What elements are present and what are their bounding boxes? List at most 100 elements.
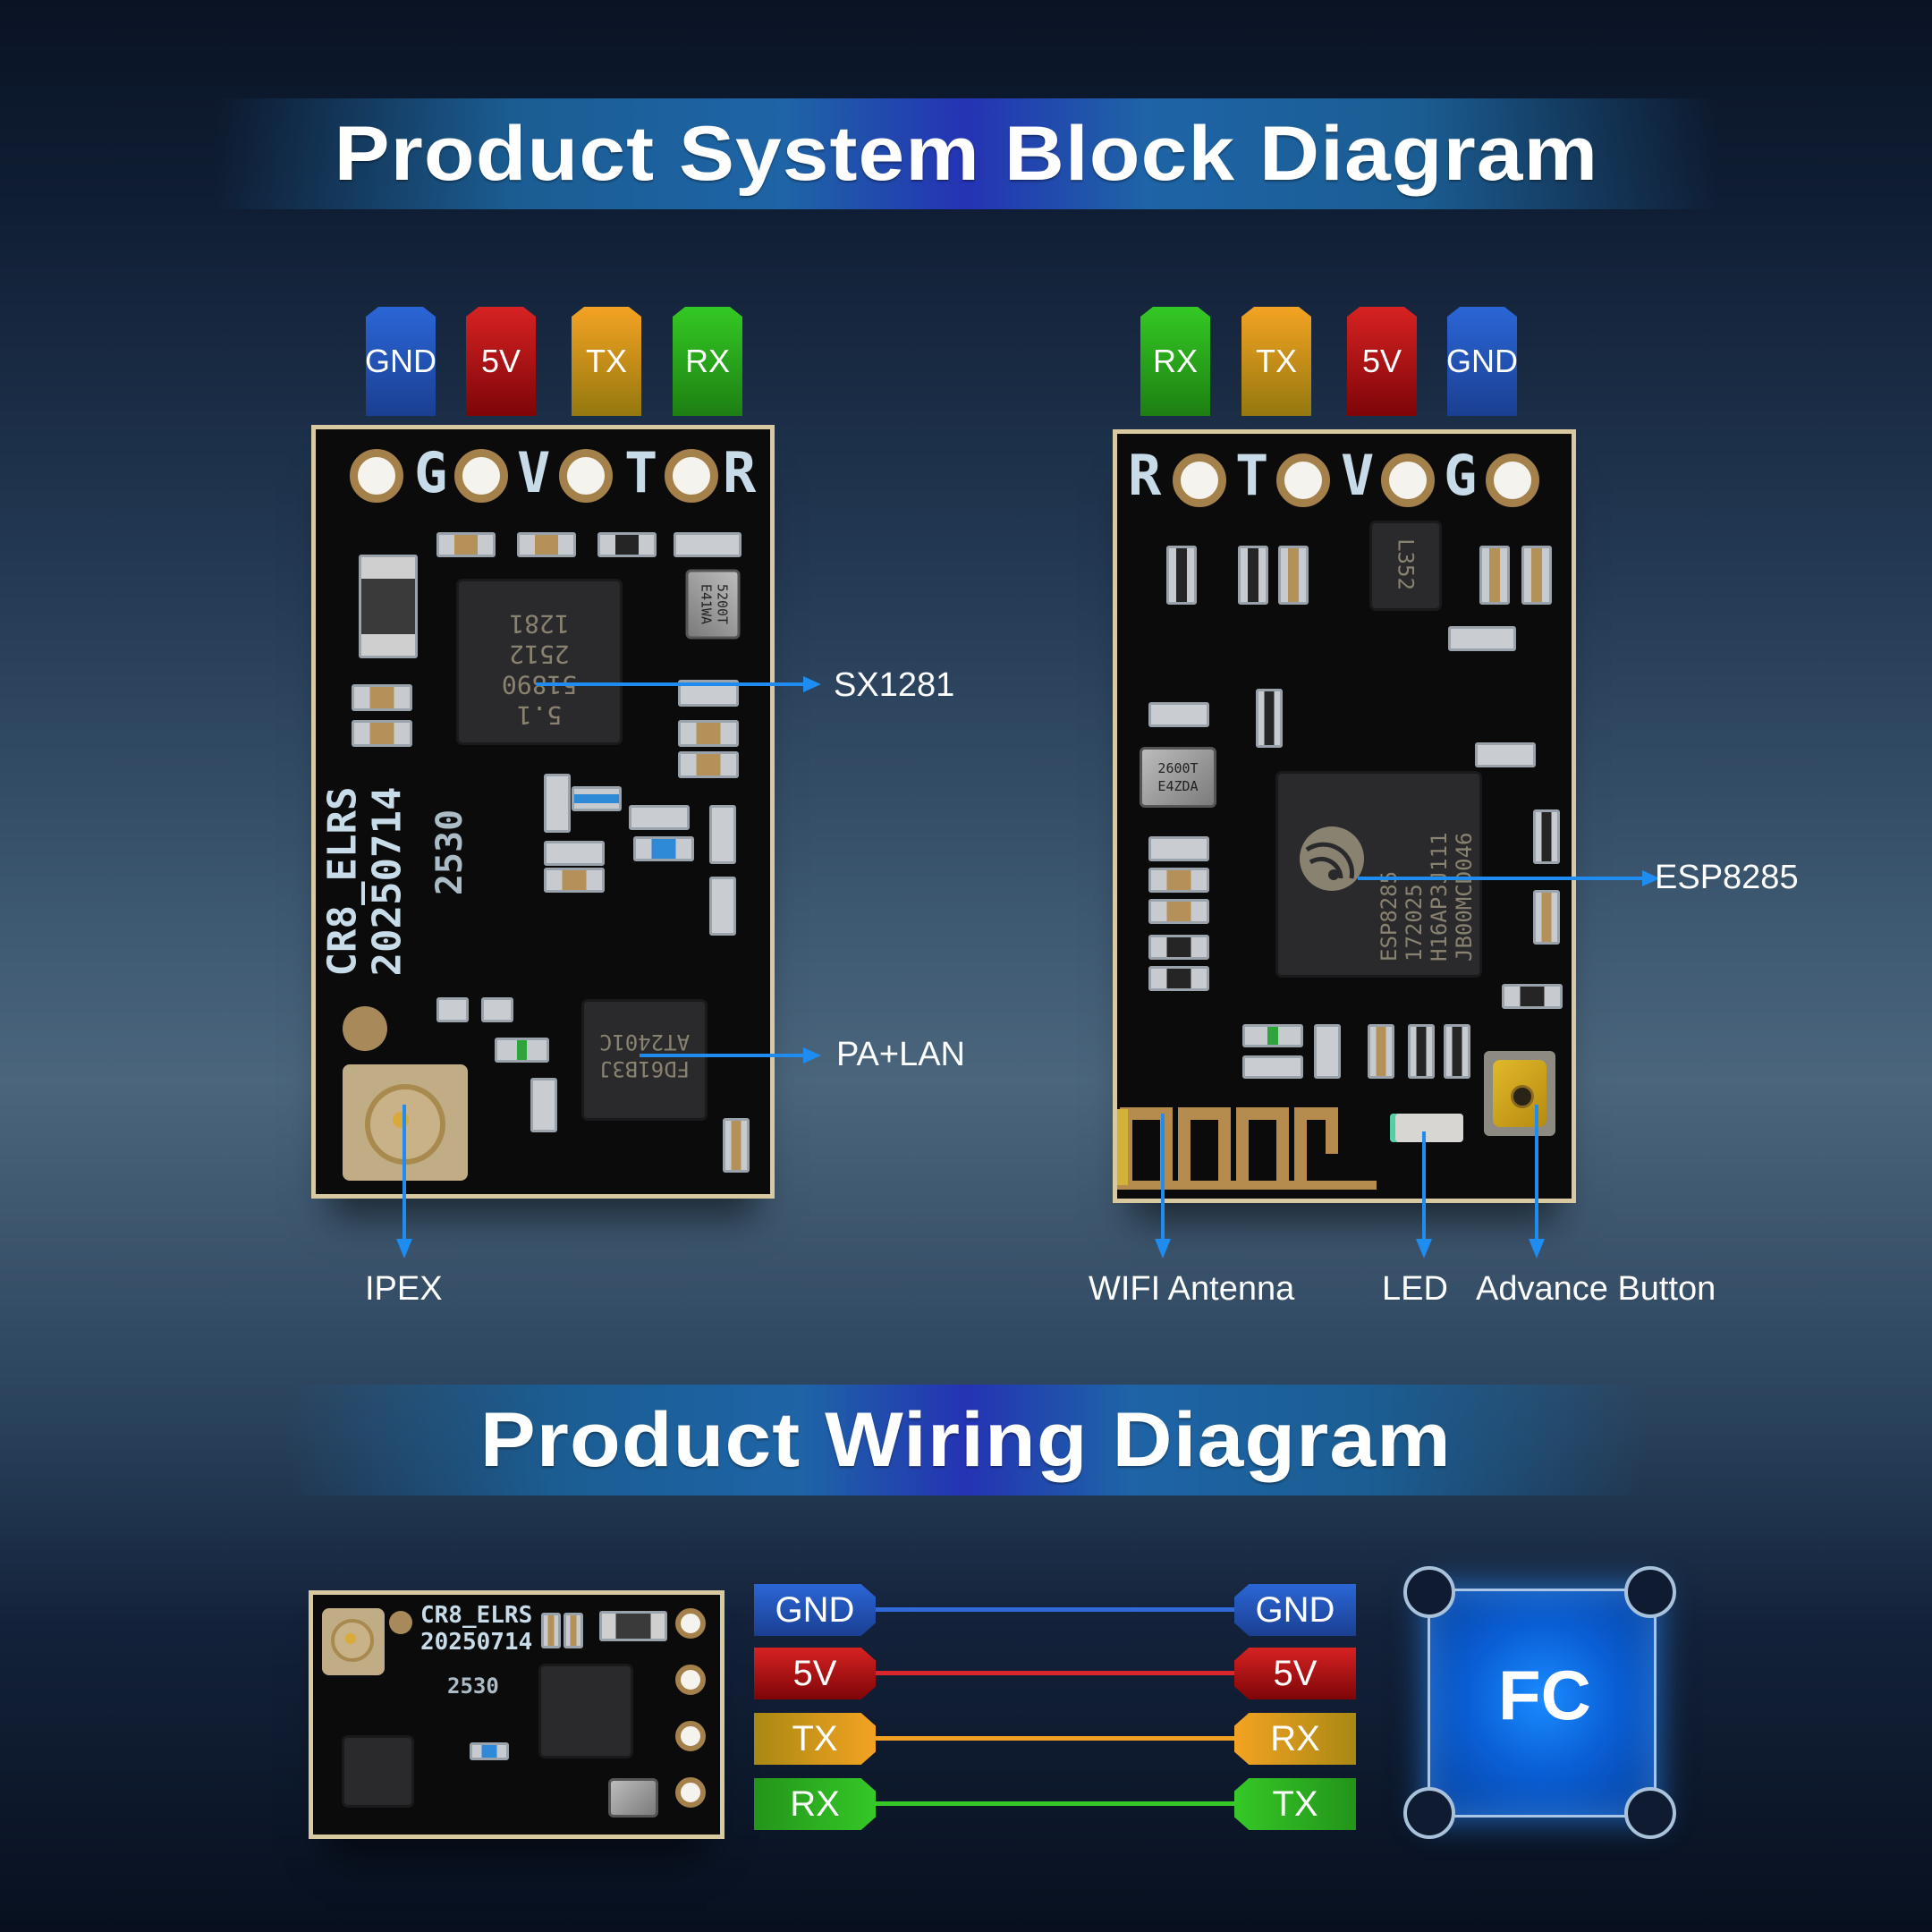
capacitor <box>530 1078 557 1132</box>
capacitor <box>352 720 412 747</box>
pin-tag-rx: RX <box>673 307 742 416</box>
inductor <box>599 1611 667 1641</box>
chip-marking: 172025 <box>1402 884 1427 962</box>
front-pcb-board: G V T R 5.1 51890 2512 1281 5200T E41WA <box>311 425 775 1199</box>
silk-pin-t: T <box>624 440 658 505</box>
solder-pad-5v <box>1381 453 1435 507</box>
arrow-right-icon <box>1642 870 1660 886</box>
back-pcb-board: R T V G L352 2600T E4ZDA ESP8285 172025 <box>1113 429 1576 1203</box>
ipex-connector <box>322 1608 385 1675</box>
resistor <box>1502 984 1563 1009</box>
regulator-marking: L352 <box>1393 538 1419 590</box>
test-pad <box>343 1006 387 1051</box>
capacitor <box>1368 1024 1394 1079</box>
callout-line-esp8285 <box>1358 877 1644 880</box>
block-diagram-title: Product System Block Diagram <box>334 110 1598 197</box>
silk-board-name: CR8_ELRS <box>320 748 366 1016</box>
mount-hole-icon <box>1403 1787 1455 1839</box>
silk-pin-t: T <box>1235 443 1269 508</box>
wire-tag-left-gnd: GND <box>754 1584 876 1636</box>
solder-pad-tx <box>675 1721 706 1751</box>
pin-tag-gnd: GND <box>366 307 436 416</box>
advance-button[interactable] <box>1484 1051 1555 1136</box>
callout-led: LED <box>1382 1270 1448 1308</box>
resistor <box>436 997 469 1022</box>
silk-board-code-text: 2530 <box>429 809 470 896</box>
wire-tag-left-rx: RX <box>754 1778 876 1830</box>
blue-resistor <box>470 1742 509 1760</box>
arrow-down-icon <box>1155 1239 1171 1258</box>
silk-pin-r: R <box>1128 443 1162 508</box>
wire-tag-right-gnd: GND <box>1234 1584 1356 1636</box>
callout-pa-lan: PA+LAN <box>836 1036 965 1073</box>
crystal-oscillator: 2600T E4ZDA <box>1140 747 1216 808</box>
chip-marking: 5.1 <box>516 700 563 730</box>
solder-pad-rx <box>1173 453 1226 507</box>
solder-pad-rx <box>665 449 718 503</box>
pin-tag-tx: TX <box>1241 307 1311 416</box>
callout-wifi-antenna: WIFI Antenna <box>1089 1270 1295 1308</box>
chip-marking: JB00MCD046 <box>1452 832 1477 962</box>
silk-board-code: 2530 <box>429 790 470 915</box>
callout-line-ipex <box>402 1105 406 1243</box>
capacitor <box>1148 868 1209 893</box>
callout-line-pa-lan <box>640 1054 805 1057</box>
wire-tag-right-5v: 5V <box>1234 1648 1356 1699</box>
arrow-right-icon <box>803 1047 821 1063</box>
wire-5v <box>872 1671 1239 1675</box>
callout-line-sx1281 <box>537 682 805 686</box>
arrow-down-icon <box>396 1239 412 1258</box>
callout-sx1281: SX1281 <box>834 666 955 704</box>
capacitor <box>629 805 690 830</box>
solder-pad-gnd <box>675 1608 706 1639</box>
resistor <box>674 532 741 557</box>
crystal-oscillator: 5200T E41WA <box>685 569 741 640</box>
chip-sx1281: 5.1 51890 2512 1281 <box>459 581 620 742</box>
resistor <box>1444 1024 1470 1079</box>
resistor <box>1475 742 1536 767</box>
silk-board-name-text: CR8_ELRS <box>319 786 366 977</box>
capacitor <box>1533 890 1560 945</box>
wire-tx-rx <box>872 1736 1239 1741</box>
silk-board-date: 20250714 <box>420 1629 533 1656</box>
chip-esp8285: ESP8285 172025 H16AP3J111 JB00MCD046 <box>1278 774 1479 975</box>
blue-resistor <box>633 836 694 861</box>
fc-label: FC <box>1498 1656 1591 1734</box>
capacitor <box>541 1613 561 1648</box>
capacitor <box>517 532 576 557</box>
capacitor <box>1148 836 1209 861</box>
silk-pin-g: G <box>414 440 448 505</box>
test-pad <box>389 1611 412 1634</box>
pin-tag-rx: RX <box>1140 307 1210 416</box>
silk-board-code: 2530 <box>447 1674 499 1699</box>
solder-pad-tx <box>1276 453 1330 507</box>
crystal-marking: E4ZDA <box>1157 778 1199 794</box>
resistor <box>1448 626 1516 651</box>
silk-board-date-text: 20250714 <box>364 786 411 977</box>
crystal-oscillator <box>608 1778 658 1818</box>
resistor <box>1148 935 1209 960</box>
resistor <box>597 532 657 557</box>
wiring-diagram-title-banner: Product Wiring Diagram <box>286 1385 1646 1496</box>
capacitor <box>1148 899 1209 924</box>
callout-ipex: IPEX <box>365 1270 443 1308</box>
crystal-marking: 2600T <box>1157 760 1199 776</box>
voltage-regulator: L352 <box>1372 523 1439 608</box>
arrow-down-icon <box>1529 1239 1545 1258</box>
solder-pad-tx <box>559 449 613 503</box>
silk-pin-g: G <box>1444 443 1478 508</box>
chip-pa-lna: FD61B3J AT2401C <box>584 1002 705 1118</box>
capacitor <box>544 841 605 866</box>
capacitor <box>1521 546 1552 605</box>
pin-tag-tx: TX <box>572 307 641 416</box>
silk-pin-v: V <box>517 440 551 505</box>
solder-pad-rx <box>675 1777 706 1808</box>
callout-advance-button: Advance Button <box>1476 1270 1716 1308</box>
pin-tag-5v: 5V <box>466 307 536 416</box>
pin-tag-5v: 5V <box>1347 307 1417 416</box>
wire-gnd <box>872 1607 1239 1612</box>
capacitor <box>544 868 605 893</box>
pin-tag-gnd: GND <box>1447 307 1517 416</box>
resistor <box>481 997 513 1022</box>
chip-marking: H16AP3J111 <box>1427 832 1452 962</box>
